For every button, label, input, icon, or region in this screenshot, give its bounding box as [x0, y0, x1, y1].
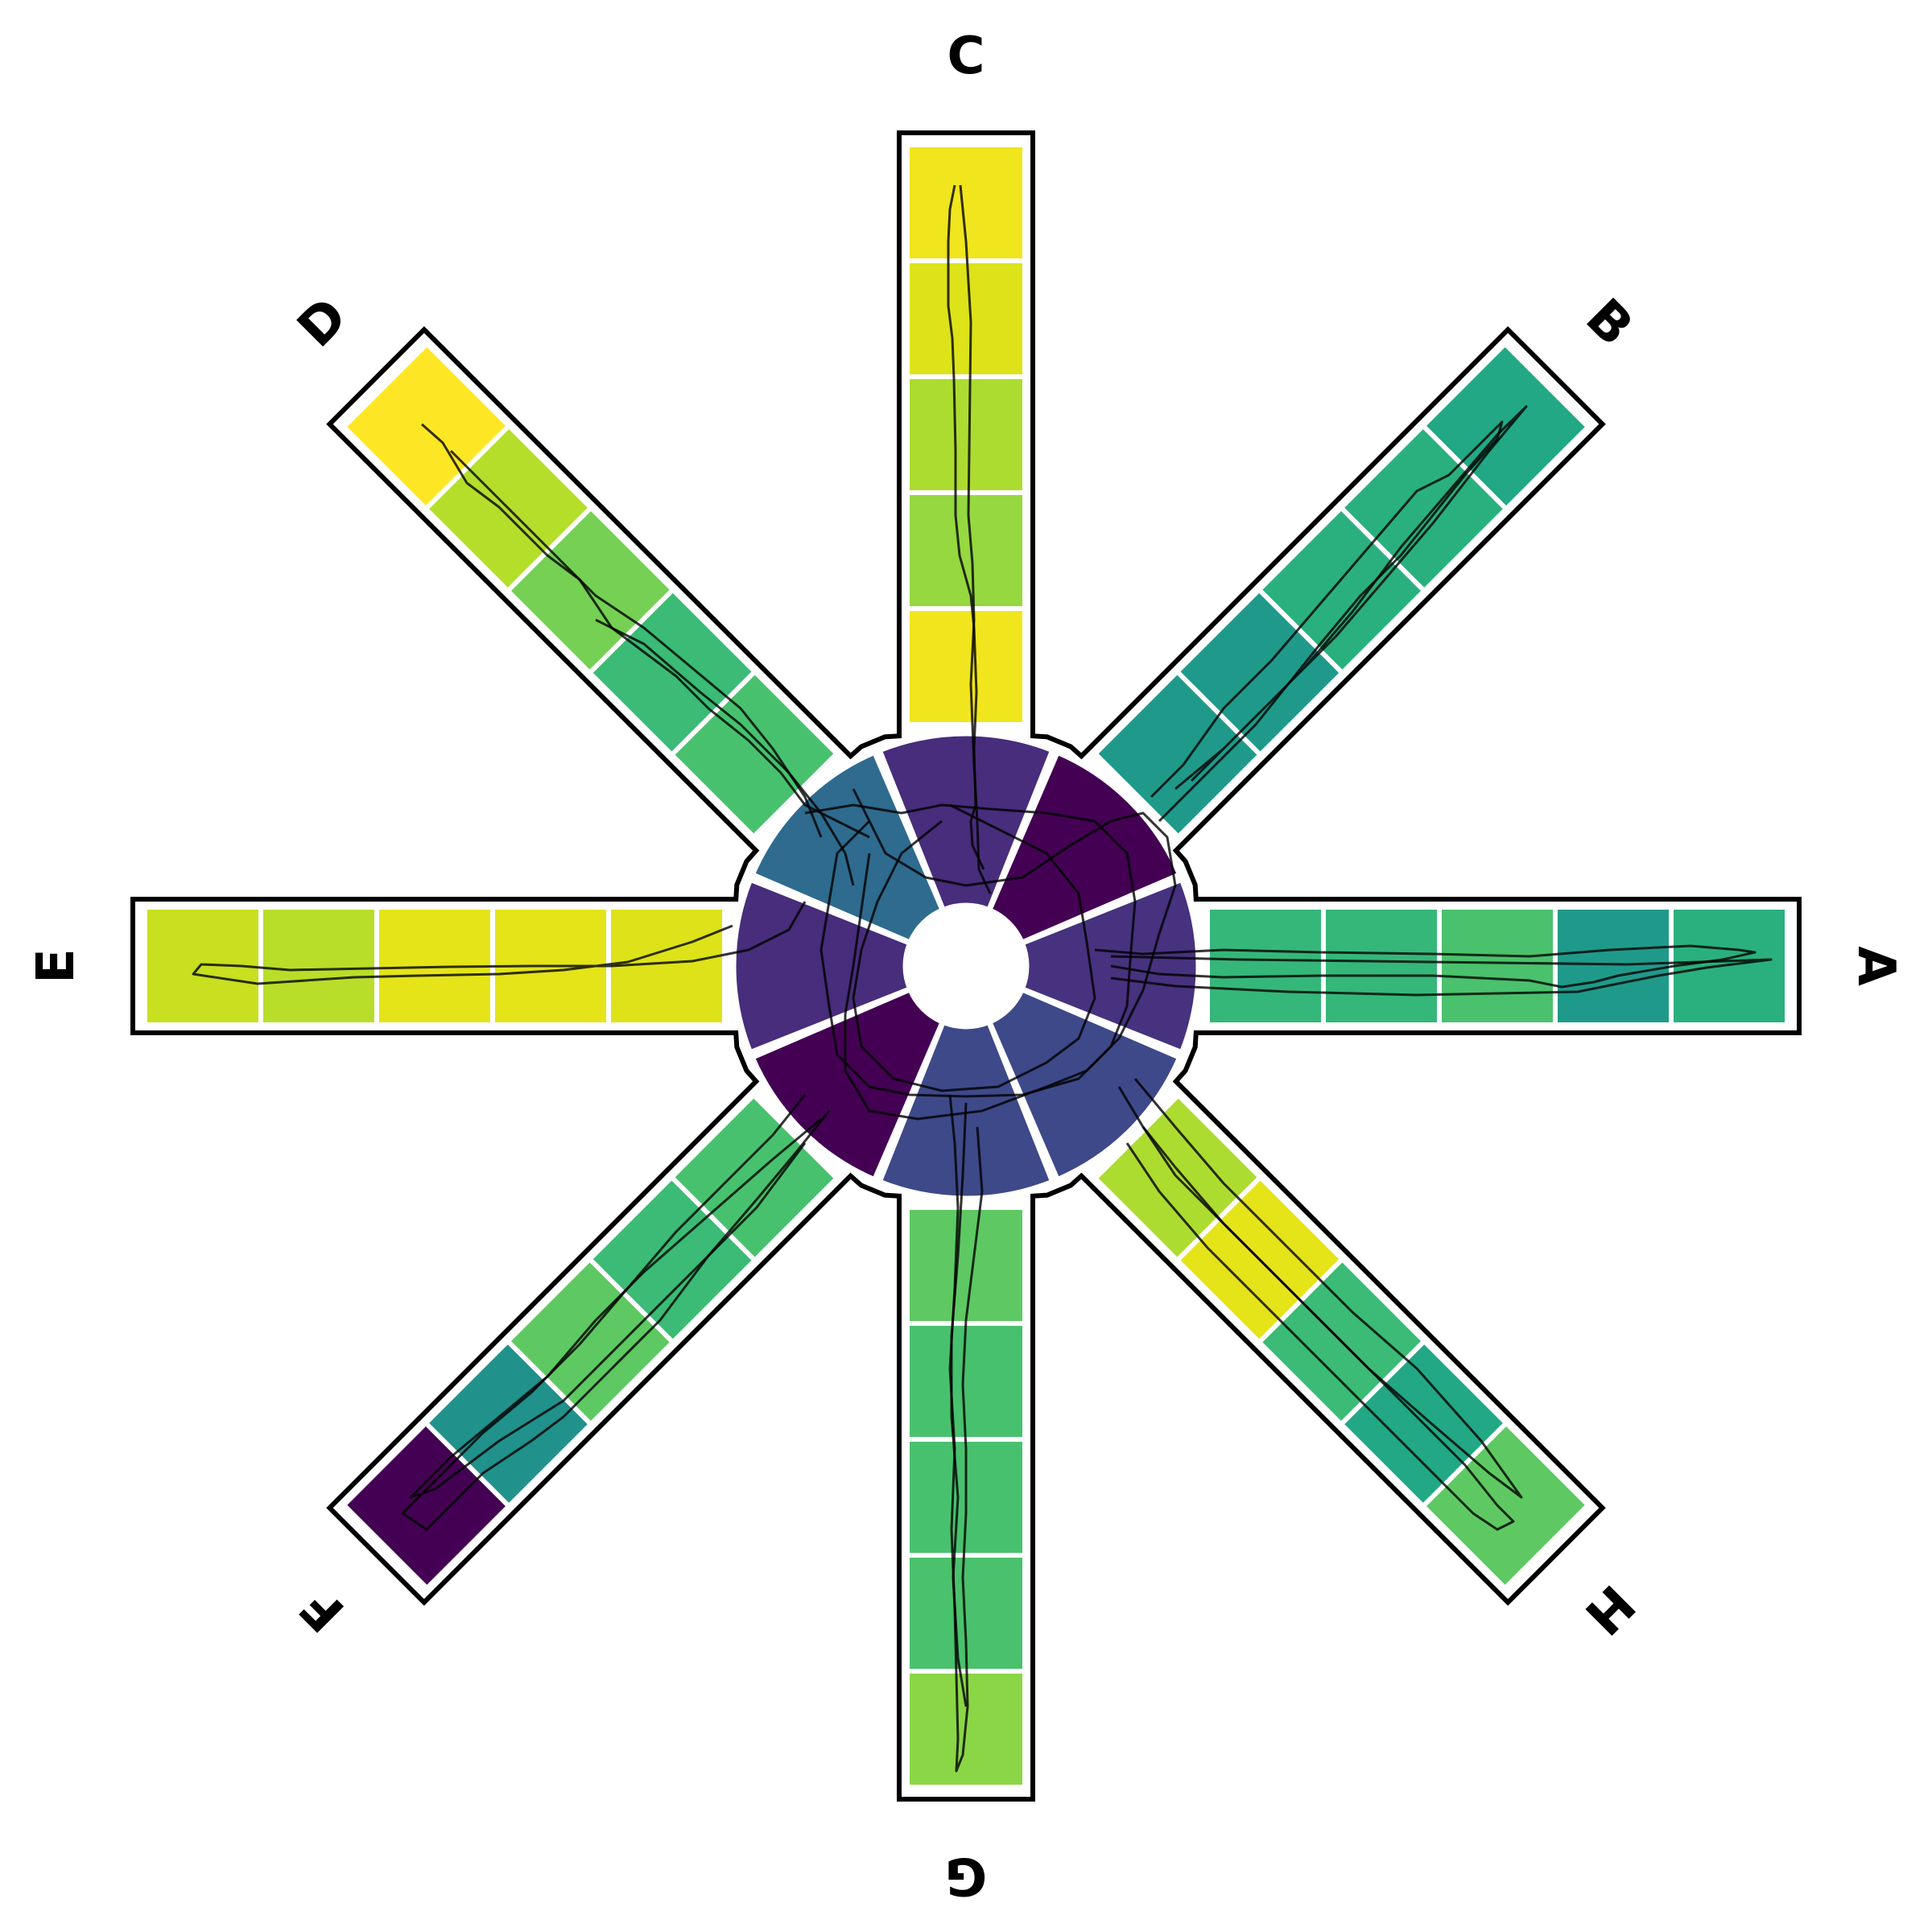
trajectory-path-h-2 — [1133, 1078, 1523, 1499]
trajectory-path-d — [421, 423, 870, 839]
arm-f-cell-5 — [675, 1098, 834, 1257]
arm-b-cell-3 — [1262, 511, 1421, 670]
arm-c-cell-4 — [910, 495, 1022, 606]
arm-label-d: D — [287, 287, 359, 359]
arm-label-b: B — [1575, 288, 1645, 358]
trajectory-path-a — [1094, 944, 1757, 989]
trajectory-path-f-2 — [409, 1117, 822, 1499]
hub-center-hole — [905, 905, 1027, 1027]
hub-sectors — [732, 732, 1200, 1200]
arm-g-cell-2 — [910, 1558, 1022, 1669]
arm-label-a: A — [1846, 946, 1905, 986]
arm-g-cell-5 — [910, 1210, 1022, 1321]
arm-a-cell-3 — [1442, 910, 1553, 1022]
arm-a-cell-2 — [1558, 910, 1669, 1022]
trajectory — [192, 184, 1773, 1773]
arm-f-cell-1 — [347, 1426, 506, 1585]
arm-e-cell-1 — [147, 910, 258, 1022]
arm-f-cell-4 — [592, 1180, 752, 1340]
trajectory-path-e — [192, 901, 807, 985]
trajectory-path-hub-2 — [844, 788, 1177, 1121]
arm-label-h: H — [1573, 1573, 1645, 1645]
arm-g-cell-4 — [910, 1326, 1022, 1437]
trajectory-path-c — [947, 184, 985, 870]
arm-label-c: C — [947, 27, 985, 86]
arm-label-e: E — [27, 948, 86, 984]
trajectory-path-d-3 — [595, 618, 855, 886]
trajectory-path-a-2 — [1110, 955, 1773, 997]
arm-a-cell-5 — [1210, 910, 1321, 1022]
arm-c-cell-5 — [910, 611, 1022, 722]
trajectory-path-hub-3 — [852, 803, 1096, 1092]
arm-label-f: F — [289, 1575, 356, 1642]
arm-c-cell-1 — [910, 147, 1022, 258]
arm-e-cell-5 — [611, 910, 722, 1022]
arm-c-cell-3 — [910, 379, 1022, 490]
trajectory-path-b-2 — [1174, 405, 1528, 791]
arm-f-cell-3 — [511, 1262, 670, 1421]
trajectory-path-f — [401, 1094, 831, 1531]
arm-label-g: G — [945, 1846, 988, 1905]
arm-b-cell-5 — [1098, 675, 1257, 834]
arm-d-cell-5 — [675, 675, 834, 834]
arm-d-cell-1 — [347, 347, 506, 506]
arm-e-cell-2 — [263, 910, 374, 1022]
arm-a-cell-4 — [1326, 910, 1437, 1022]
arm-b-cell-2 — [1344, 429, 1503, 588]
trajectory-path-c-2 — [959, 184, 992, 894]
arm-h-cell-1 — [1426, 1426, 1585, 1585]
arm-c-cell-2 — [910, 263, 1022, 374]
arm-f-cell-2 — [429, 1344, 588, 1503]
trajectory-path-g-2 — [950, 1102, 968, 1707]
